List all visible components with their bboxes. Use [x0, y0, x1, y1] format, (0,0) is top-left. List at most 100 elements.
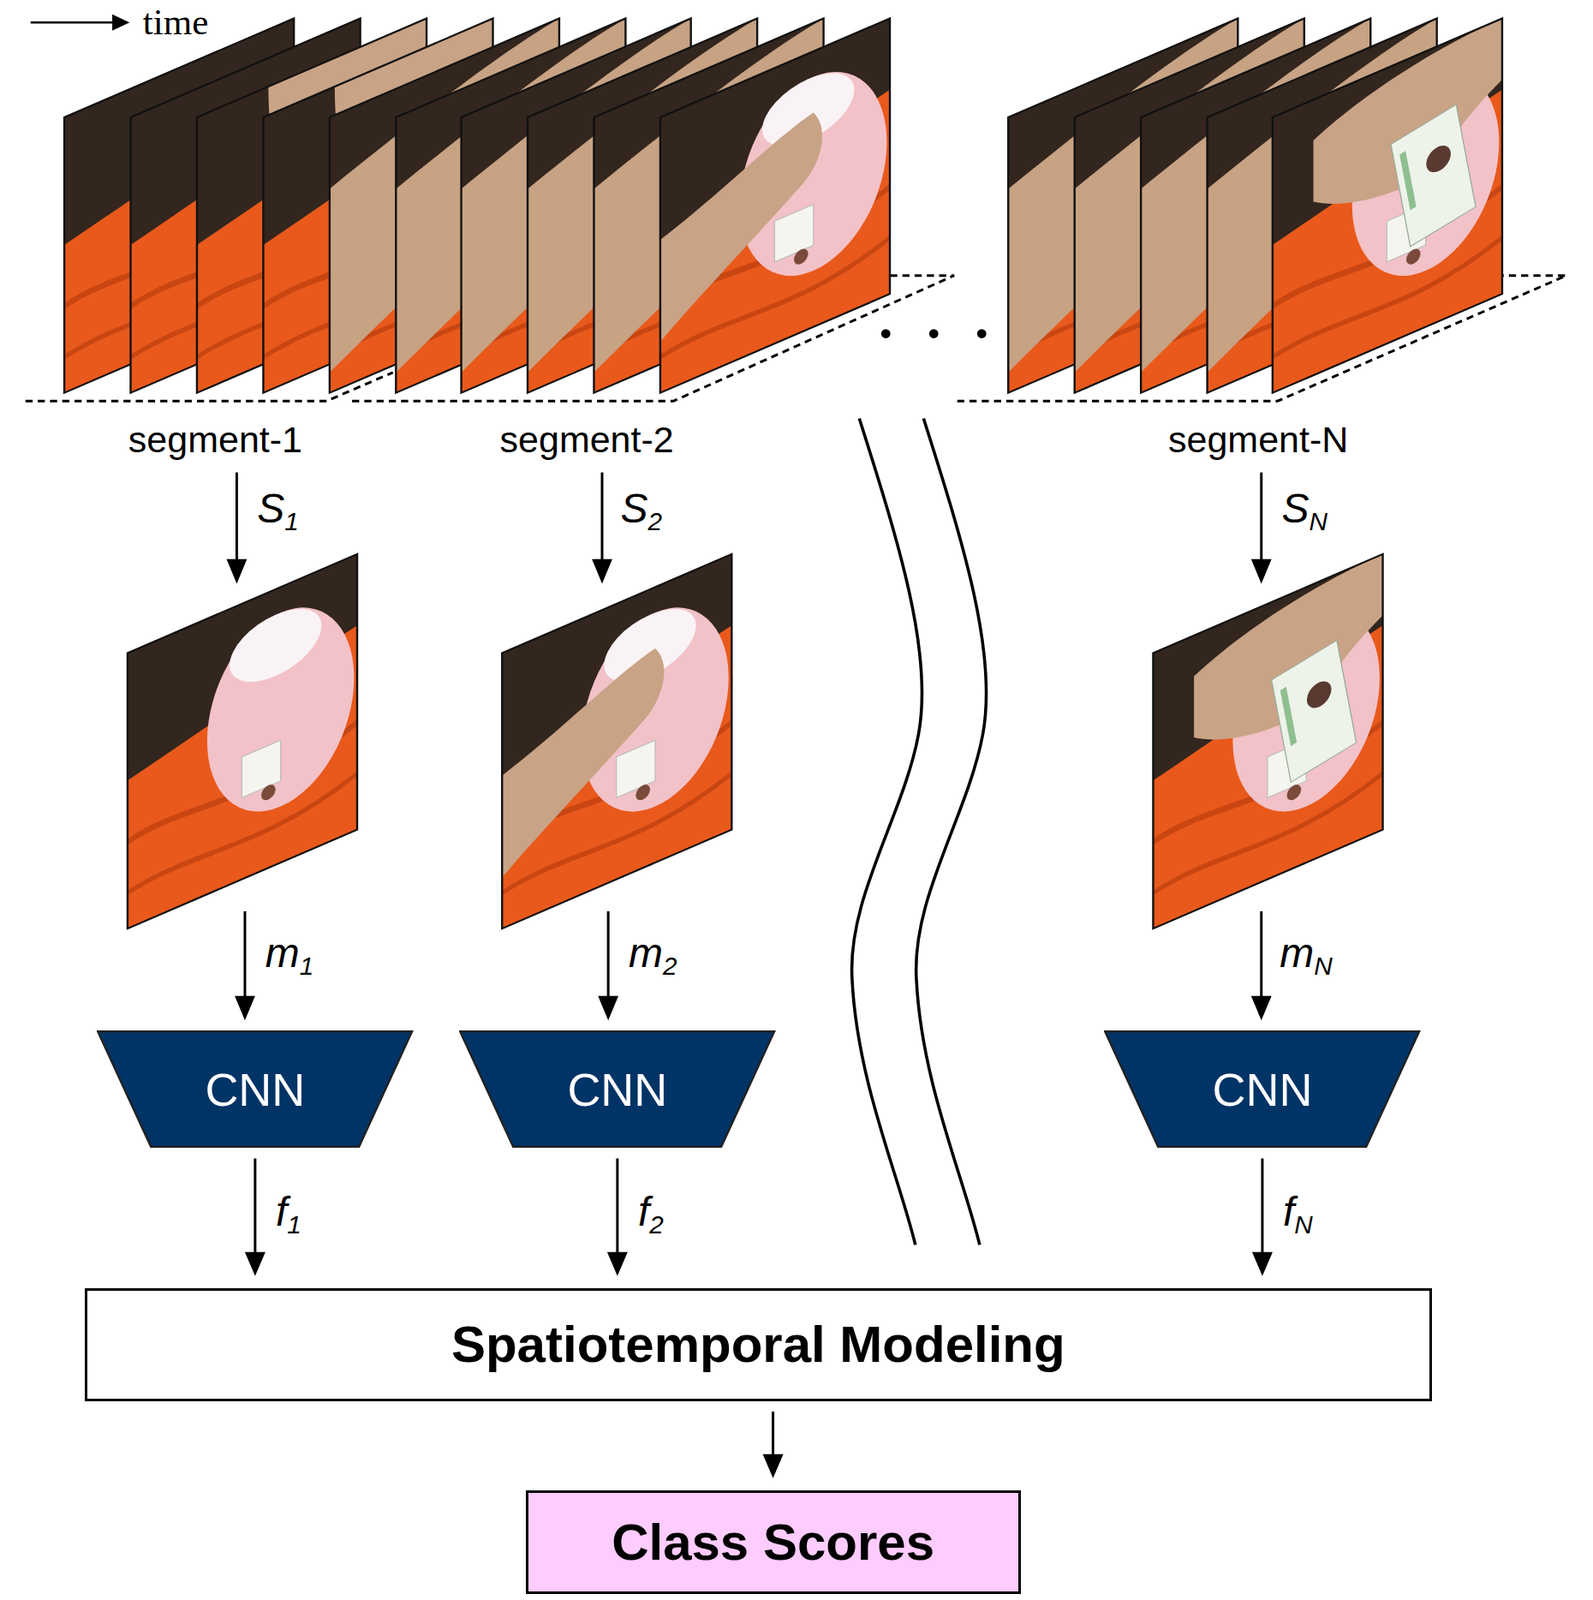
frame-part [793, 246, 809, 268]
arrow-head [763, 1454, 784, 1479]
connector-arrow [1252, 1157, 1273, 1276]
input-arrow-head [234, 996, 256, 1021]
edge-label: f1 [275, 1191, 302, 1233]
frame-part [660, 17, 890, 393]
cnn-block: CNN [459, 1030, 776, 1148]
axis-label: time [143, 3, 209, 41]
sampling-arrows [226, 472, 1272, 1021]
frame-label: m1 [265, 932, 315, 974]
connector-line [615, 1157, 619, 1255]
frame-part [127, 554, 358, 929]
break-line [852, 417, 923, 1245]
node-text: CNN [1211, 1062, 1313, 1116]
frame-label: mN [1279, 932, 1332, 974]
node-text: CNN [204, 1062, 305, 1116]
input-arrow-line [243, 911, 246, 998]
frame-label: m2 [628, 932, 678, 974]
frame-part [1406, 246, 1421, 268]
frame-part [1272, 17, 1503, 393]
sampling-arrow-head [1251, 559, 1272, 585]
video-frames [64, 17, 1503, 929]
arrow-head [607, 1252, 628, 1277]
video-frame [501, 554, 732, 929]
time-arrow [30, 14, 131, 31]
frame-part [1390, 104, 1476, 247]
input-arrow-head [1251, 996, 1272, 1021]
arrow-head [244, 1252, 266, 1277]
trapezoid-outline [459, 1032, 775, 1148]
frame-part [229, 595, 322, 697]
frame-part [501, 554, 732, 929]
frame-part [261, 781, 276, 803]
frame-part [127, 554, 358, 929]
break-lines [852, 417, 987, 1245]
frame-part [1271, 640, 1357, 783]
break-line [916, 417, 987, 1245]
connector-arrow [244, 1157, 266, 1276]
time-arrow-head [112, 14, 130, 31]
frame-part [1287, 781, 1302, 803]
connector-line [1260, 1157, 1264, 1255]
video-frame [127, 554, 358, 929]
input-arrow-line [1259, 911, 1263, 998]
sample-label: S2 [620, 488, 663, 530]
sample-label: SN [1282, 488, 1329, 530]
edge-label: fN [1282, 1191, 1313, 1233]
node-text: Spatiotemporal Modeling [451, 1314, 1066, 1374]
segment-label: segment-N [1168, 421, 1349, 459]
connector-arrow [763, 1411, 784, 1479]
output-box: Class Scores [525, 1490, 1021, 1595]
frame-part [1399, 150, 1416, 210]
ellipsis-dots [881, 328, 987, 339]
segment-label: segment-2 [500, 421, 675, 459]
segment-label: segment-1 [128, 421, 303, 459]
sampling-arrow-head [591, 559, 613, 585]
input-arrow-line [607, 911, 610, 998]
frame-part [1390, 104, 1476, 247]
connector-line [253, 1157, 257, 1255]
connector-line [771, 1411, 775, 1458]
frame-part [660, 108, 823, 342]
frame-part [1152, 554, 1383, 929]
frame-part [1280, 686, 1297, 746]
frame-part [501, 554, 732, 929]
sampling-arrow-line [235, 472, 239, 562]
cnn-block: CNN [96, 1030, 413, 1148]
node-text: Class Scores [611, 1512, 935, 1572]
ellipsis-dot [929, 328, 939, 339]
frame-part [501, 644, 664, 878]
process-box: Spatiotemporal Modeling [84, 1288, 1432, 1402]
ellipsis-dot [977, 328, 987, 339]
ellipsis-dot [881, 328, 891, 339]
sampling-arrow-line [1259, 472, 1263, 562]
sampling-arrow-line [601, 472, 604, 562]
frame-part [1272, 17, 1503, 393]
sample-label: S1 [256, 488, 299, 530]
frame-part [660, 17, 890, 393]
trapezoid-outline [97, 1032, 412, 1148]
time-arrow-line [30, 21, 115, 24]
frame-part [1305, 675, 1334, 713]
video-frame [660, 17, 890, 393]
frame-part [635, 781, 651, 803]
frame-part [1424, 140, 1453, 178]
frame-part [1272, 17, 1503, 393]
arrow-head [1252, 1252, 1273, 1277]
frame-part [660, 17, 890, 393]
frame-part [1152, 554, 1383, 929]
frame-part [127, 554, 358, 929]
frame-part [1271, 640, 1357, 783]
sampling-arrow-head [226, 559, 248, 585]
frame-part [1152, 554, 1383, 929]
video-frame [1152, 554, 1383, 929]
cnn-block: CNN [1103, 1030, 1420, 1148]
video-frame [1272, 17, 1503, 393]
input-arrow-head [597, 996, 619, 1021]
node-text: CNN [566, 1062, 668, 1116]
frame-part [207, 580, 355, 838]
edge-label: f2 [638, 1191, 664, 1233]
connector-arrow [607, 1157, 628, 1276]
